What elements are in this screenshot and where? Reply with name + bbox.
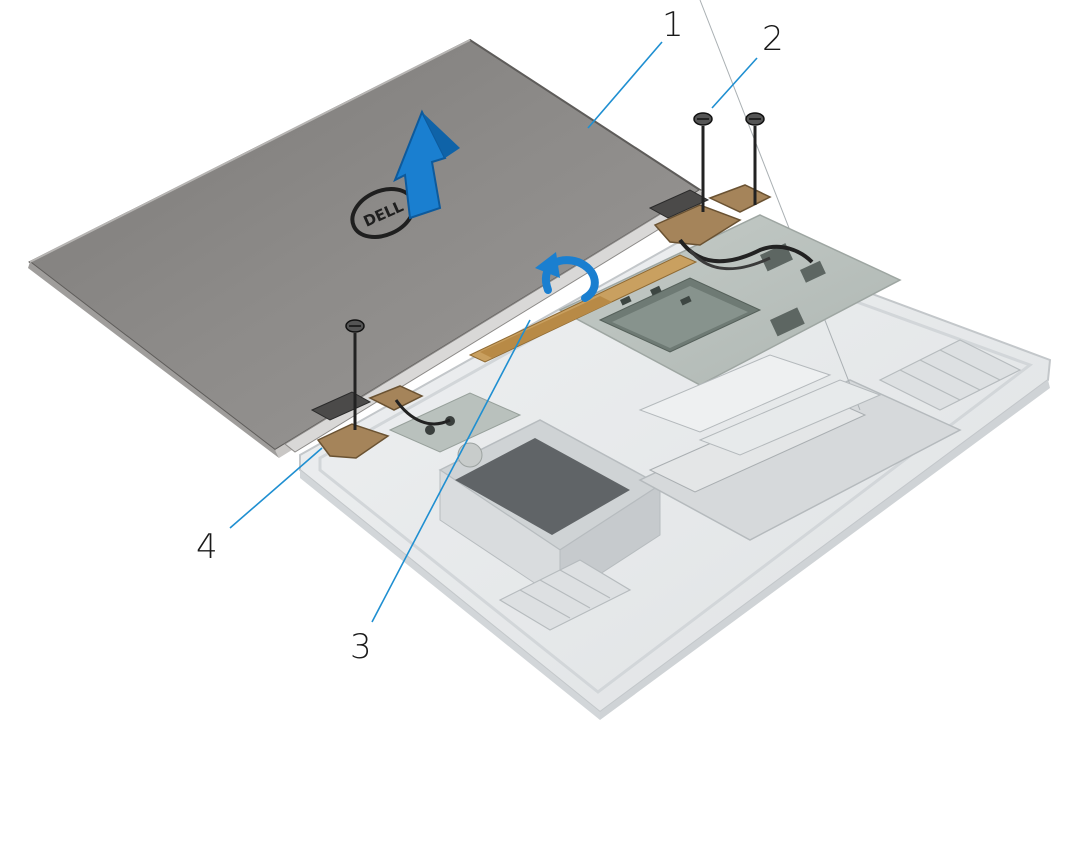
callout-2: 2 xyxy=(762,19,784,59)
wireless-card xyxy=(388,392,522,468)
peel-arrow xyxy=(535,252,599,302)
leader-line-3 xyxy=(371,319,531,623)
leader-line-4 xyxy=(229,447,323,529)
system-board xyxy=(558,214,902,386)
callout-4: 4 xyxy=(196,527,218,567)
display-assembly xyxy=(28,38,704,458)
leader-line-2 xyxy=(711,57,758,109)
flat-cables xyxy=(638,354,882,456)
leader-lines xyxy=(229,41,758,623)
leader-line-1 xyxy=(587,41,663,129)
screw-right-1 xyxy=(693,112,713,212)
display-cable xyxy=(468,254,698,363)
screw-left xyxy=(345,319,365,430)
callout-3: 3 xyxy=(350,627,372,667)
callout-1: 1 xyxy=(662,5,684,45)
lift-arrow xyxy=(393,109,460,220)
speaker-grid-right xyxy=(878,339,1022,411)
speaker-grid-left xyxy=(498,559,632,631)
screw-right-2 xyxy=(745,112,765,205)
